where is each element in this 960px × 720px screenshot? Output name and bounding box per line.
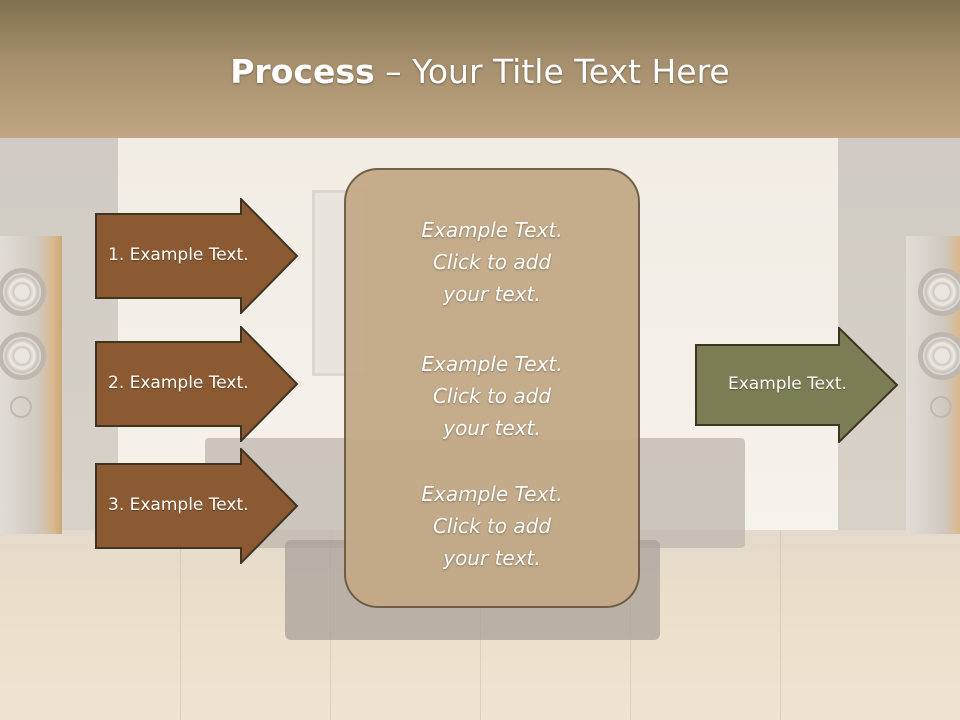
title-rest: – Your Title Text Here (374, 52, 730, 91)
center-item-2: Example Text. Click to add your text. (346, 348, 638, 444)
arrow-shape (695, 327, 899, 443)
center-item-line: your text. (443, 546, 541, 570)
arrow-label: 3. Example Text. (108, 495, 249, 515)
speaker-woofer-icon (918, 268, 960, 316)
center-item-line: Click to add (432, 514, 552, 538)
center-item-line: Example Text. (421, 482, 563, 506)
process-arrow-1[interactable]: 1. Example Text. (95, 198, 299, 314)
center-text-box[interactable]: Example Text. Click to add your text. Ex… (344, 168, 640, 608)
speaker-port-icon (10, 396, 32, 418)
center-item-line: Example Text. (421, 352, 563, 376)
process-arrow-3[interactable]: 3. Example Text. (95, 448, 299, 564)
center-item-line: Click to add (432, 250, 552, 274)
center-item-line: Click to add (432, 384, 552, 408)
speaker-woofer-icon (918, 332, 960, 380)
speaker-woofer-icon (0, 268, 46, 316)
arrow-shape (95, 198, 299, 314)
floor-board-line (780, 530, 781, 720)
center-item-line: your text. (443, 282, 541, 306)
arrow-shape (95, 326, 299, 442)
result-arrow[interactable]: Example Text. (695, 327, 899, 443)
center-item-1: Example Text. Click to add your text. (346, 214, 638, 310)
process-arrow-2[interactable]: 2. Example Text. (95, 326, 299, 442)
arrow-shape (95, 448, 299, 564)
right-speaker (906, 236, 960, 534)
arrow-label: 1. Example Text. (108, 245, 249, 265)
center-item-3: Example Text. Click to add your text. (346, 478, 638, 574)
arrow-label: 2. Example Text. (108, 373, 249, 393)
floor-board-line (180, 530, 181, 720)
center-item-line: Example Text. (421, 218, 563, 242)
left-speaker (0, 236, 62, 534)
title-bold: Process (230, 52, 375, 91)
speaker-port-icon (930, 396, 952, 418)
center-item-line: your text. (443, 416, 541, 440)
speaker-woofer-icon (0, 332, 46, 380)
slide-title[interactable]: Process – Your Title Text Here (0, 52, 960, 91)
title-band (0, 0, 960, 138)
arrow-label: Example Text. (728, 374, 847, 394)
